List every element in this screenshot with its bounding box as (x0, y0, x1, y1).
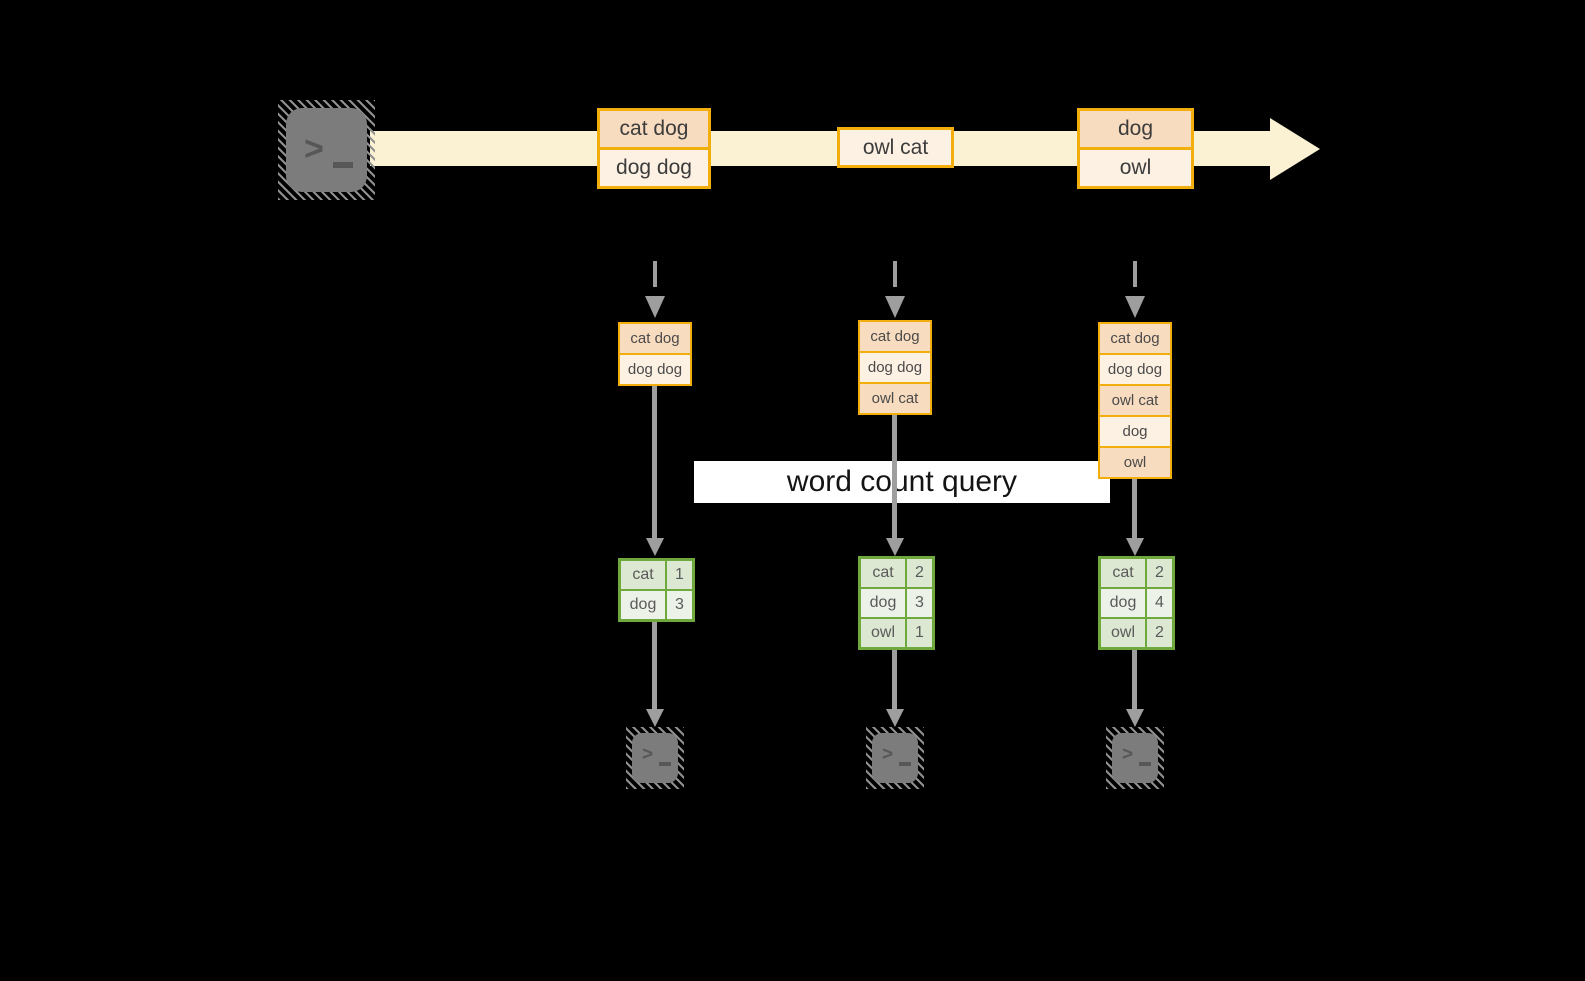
connector-arrow-icon (646, 538, 664, 556)
connector-arrow-icon (646, 709, 664, 727)
connector-arrow-icon (886, 709, 904, 727)
terminal-icon: > (278, 100, 375, 200)
query-label: word count query (694, 461, 1110, 503)
buffer-stack-2: cat dog dog dog owl cat (858, 320, 932, 415)
buffer-stack-1: cat dog dog dog (618, 322, 692, 386)
terminal-icon: > (1106, 727, 1164, 789)
event-line: dog (1080, 111, 1191, 147)
word-cell: dog (861, 589, 905, 617)
prompt-underscore-icon (659, 762, 671, 766)
connector-line (652, 386, 657, 538)
terminal-icon: > (626, 727, 684, 789)
buffer-item: dog dog (620, 355, 690, 384)
word-count-table-2: cat 2 dog 3 owl 1 (858, 556, 935, 650)
count-cell: 1 (667, 561, 692, 589)
terminal-body: > (286, 108, 367, 192)
stream-event-2: owl cat (837, 127, 954, 168)
dashed-arrow-line (1133, 261, 1137, 287)
word-cell: dog (621, 591, 665, 619)
count-cell: 3 (907, 589, 932, 617)
connector-line (1132, 650, 1137, 709)
connector-line (1132, 479, 1137, 538)
dashed-arrow-head-icon (645, 296, 665, 318)
connector-arrow-icon (886, 538, 904, 556)
buffer-item: cat dog (860, 322, 930, 351)
buffer-item: owl cat (860, 384, 930, 413)
connector-arrow-icon (1126, 538, 1144, 556)
dashed-arrow-line (653, 261, 657, 287)
buffer-item: cat dog (620, 324, 690, 353)
event-line: owl cat (840, 130, 951, 165)
event-line: owl (1080, 150, 1191, 186)
terminal-body: > (872, 733, 918, 783)
word-cell: cat (621, 561, 665, 589)
connector-arrow-icon (1126, 709, 1144, 727)
dashed-arrow-line (893, 261, 897, 287)
count-cell: 2 (1147, 559, 1172, 587)
buffer-item: owl (1100, 448, 1170, 477)
terminal-body: > (632, 733, 678, 783)
buffer-item: dog dog (860, 353, 930, 382)
word-cell: owl (861, 619, 905, 647)
event-line: dog dog (600, 150, 708, 186)
dashed-arrow-head-icon (1125, 296, 1145, 318)
prompt-chevron-icon: > (642, 744, 654, 765)
event-line: cat dog (600, 111, 708, 147)
stream-event-3: dog owl (1077, 108, 1194, 189)
terminal-body: > (1112, 733, 1158, 783)
dashed-arrow-head-icon (885, 296, 905, 318)
count-cell: 2 (907, 559, 932, 587)
prompt-underscore-icon (899, 762, 911, 766)
terminal-icon: > (866, 727, 924, 789)
connector-line (892, 413, 897, 538)
count-cell: 4 (1147, 589, 1172, 617)
buffer-item: dog (1100, 417, 1170, 446)
connector-line (892, 650, 897, 709)
word-count-table-3: cat 2 dog 4 owl 2 (1098, 556, 1175, 650)
word-cell: owl (1101, 619, 1145, 647)
count-cell: 3 (667, 591, 692, 619)
count-cell: 2 (1147, 619, 1172, 647)
prompt-underscore-icon (333, 162, 353, 168)
word-cell: dog (1101, 589, 1145, 617)
buffer-item: owl cat (1100, 386, 1170, 415)
word-count-table-1: cat 1 dog 3 (618, 558, 695, 622)
stream-event-1: cat dog dog dog (597, 108, 711, 189)
prompt-chevron-icon: > (882, 744, 894, 765)
stream-band-arrowhead-icon (1270, 118, 1320, 180)
count-cell: 1 (907, 619, 932, 647)
prompt-underscore-icon (1139, 762, 1151, 766)
connector-line (652, 622, 657, 709)
buffer-item: dog dog (1100, 355, 1170, 384)
prompt-chevron-icon: > (304, 130, 324, 168)
word-cell: cat (861, 559, 905, 587)
prompt-chevron-icon: > (1122, 744, 1134, 765)
buffer-stack-3: cat dog dog dog owl cat dog owl (1098, 322, 1172, 479)
word-cell: cat (1101, 559, 1145, 587)
buffer-item: cat dog (1100, 324, 1170, 353)
